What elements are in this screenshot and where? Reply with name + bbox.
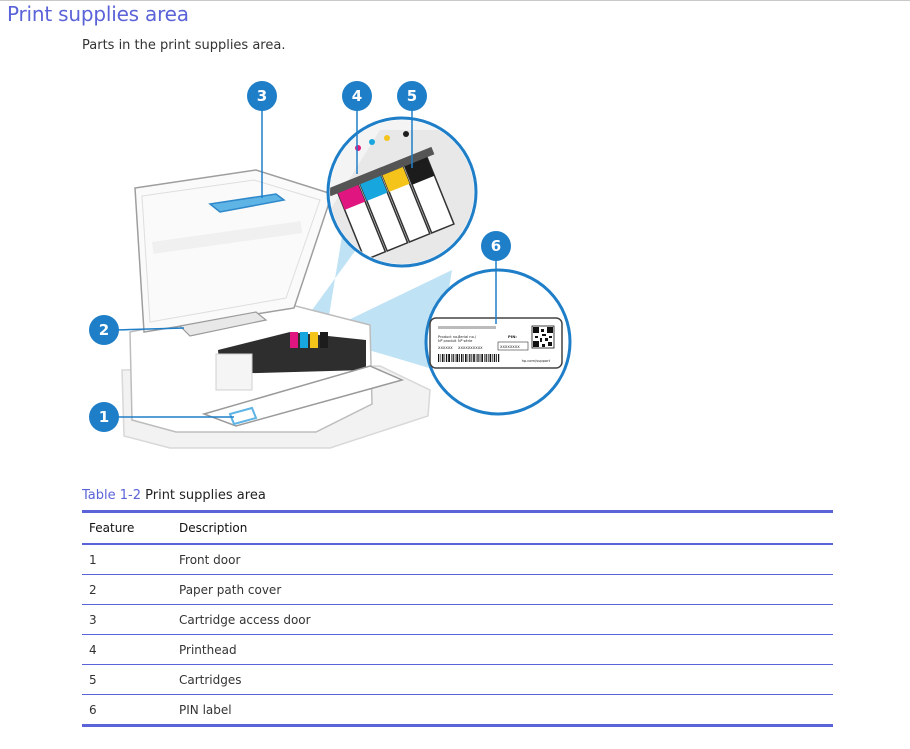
label-serial-no-line2: Nº série <box>458 339 473 343</box>
cell-description: Front door <box>179 544 833 575</box>
callout-line-2 <box>115 327 185 331</box>
paper-path-cover <box>178 311 268 337</box>
callout-badge-2 <box>89 315 119 345</box>
section-heading: Print supplies area <box>7 2 189 26</box>
callout-number-2: 2 <box>99 321 109 339</box>
callout-badge-1 <box>89 402 119 432</box>
table-row: 4 Printhead <box>82 634 833 665</box>
svg-text:Serial no./ Nº série: Serial no./ Nº série <box>458 335 477 343</box>
table-caption: Table 1-2 Print supplies area <box>82 488 266 503</box>
callout-number-1: 1 <box>99 408 109 426</box>
cell-description: Printhead <box>179 634 833 665</box>
label-pin-title: PIN: <box>508 334 517 339</box>
callout-number-3: 3 <box>257 87 267 105</box>
table-caption-number: Table 1-2 <box>82 488 141 503</box>
print-supplies-table: Feature Description 1 Front door 2 Paper… <box>82 510 833 727</box>
barcode <box>438 354 500 362</box>
svg-text:Product no./ Nº produi: Product no./ Nº produit <box>438 335 461 343</box>
cell-feature: 3 <box>82 604 179 635</box>
callout-badge-5 <box>397 81 427 111</box>
callout-badge-3 <box>247 81 277 111</box>
cell-feature: 6 <box>82 694 179 727</box>
table-row: 6 PIN label <box>82 694 833 727</box>
label-serial-no-line1: Serial no./ <box>458 335 477 339</box>
cell-feature: 1 <box>82 544 179 575</box>
table-row: 5 Cartridges <box>82 664 833 695</box>
header-feature: Feature <box>89 521 135 535</box>
intro-text: Parts in the print supplies area. <box>82 38 286 53</box>
callout-number-6: 6 <box>491 237 501 255</box>
front-panel <box>215 353 253 391</box>
label-serial-value: XXXXXXXXXX <box>458 346 483 350</box>
label-product-value: XXXXXX <box>438 346 453 350</box>
pin-label-magnifier: Product no./ Nº produit Serial no./ Nº s… <box>424 268 572 416</box>
table-row: 3 Cartridge access door <box>82 604 833 635</box>
cell-feature: 2 <box>82 574 179 605</box>
cell-feature: 5 <box>82 664 179 695</box>
callout-number-5: 5 <box>407 87 417 105</box>
highlight-wedge-lower <box>308 270 452 370</box>
label-pin-value: XXXXXXXX <box>500 345 520 349</box>
top-rule <box>0 0 910 1</box>
qr-code <box>531 325 555 349</box>
lid-handle-highlight <box>208 193 286 213</box>
cartridge-access-door <box>134 169 333 333</box>
cartridge-magnifier <box>326 116 478 268</box>
cell-description: Cartridges <box>179 664 833 695</box>
table-row: 1 Front door <box>82 544 833 575</box>
callout-badge-4 <box>342 81 372 111</box>
table-header-row: Feature Description <box>82 511 833 544</box>
printer-illustration: Product no./ Nº produit Serial no./ Nº s… <box>80 70 600 470</box>
callout-number-4: 4 <box>352 87 362 105</box>
label-product-no-line1: Product no./ <box>438 335 460 339</box>
cell-description: Paper path cover <box>179 574 833 605</box>
callout-badge-6 <box>481 231 511 261</box>
label-product-no-line2: Nº produit <box>438 339 457 343</box>
printer-interior <box>218 332 366 374</box>
cell-feature: 4 <box>82 634 179 665</box>
cell-description: PIN label <box>179 694 833 727</box>
header-description: Description <box>179 521 248 535</box>
cell-description: Cartridge access door <box>179 604 833 635</box>
table-row: 2 Paper path cover <box>82 574 833 605</box>
table-caption-title: Print supplies area <box>145 488 266 503</box>
label-support-url: hp.com/support <box>522 359 551 363</box>
